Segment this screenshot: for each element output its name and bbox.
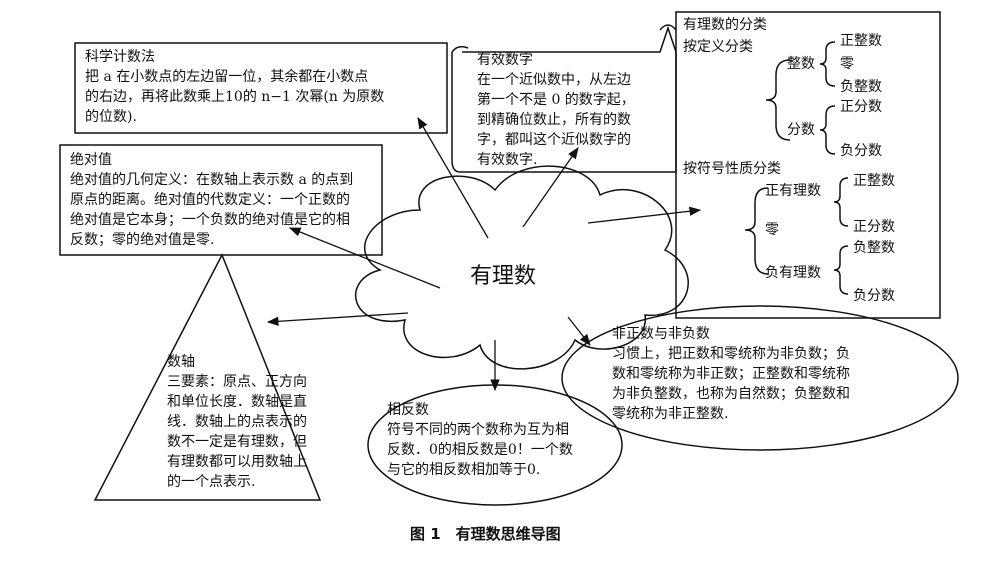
abs-value-box [59,144,383,256]
opposite-body: 符号不同的两个数称为互为相 反数．0的相反数是0！一个数 与它的相反数相加等于0… [387,422,573,478]
number-axis-body: 三要素：原点、正方向 和单位长度．数轴是直 线．数轴上的点表示的 数不一定是有理… [167,374,307,490]
brace-integer [819,41,836,87]
class-neg-int: 负整数 [840,79,882,95]
arrow-to-class [587,206,702,224]
class-neg-frac: 负分数 [840,143,882,159]
class-integer: 整数 [787,56,815,72]
abs-value-text: 绝对值 绝对值的几何定义：在数轴上表示数 a 的点到 原点的距离。绝对值的代数定… [70,150,380,250]
class-pos-frac-2: 正分数 [853,219,895,235]
nonneg-title: 非正数与非负数 [612,326,710,342]
sci-notation-body: 把 a 在小数点的左边留一位，其余都在小数点 的右边，再将此数乘上10的 n−1… [85,69,385,125]
class-fraction: 分数 [787,122,815,138]
sci-notation-title: 科学计数法 [85,49,155,65]
classification-box [675,11,941,319]
brace-sign [744,187,769,275]
arrow-to-sci [417,116,489,239]
class-title: 有理数的分类 [683,17,767,33]
number-axis-triangle [93,253,322,501]
sig-figures-scroll [451,25,677,173]
class-pos-rational: 正有理数 [765,183,821,199]
class-zero: 零 [840,56,854,72]
class-by-sign: 按符号性质分类 [683,161,781,177]
class-by-definition: 按定义分类 [683,39,753,55]
arrow-to-nonneg [567,316,591,346]
sci-notation-text: 科学计数法 把 a 在小数点的左边留一位，其余都在小数点 的右边，再将此数乘上1… [85,47,445,127]
nonneg-body: 习惯上，把正数和零统称为非负数；负 数和零统称为非正数；正整数和零统称 为非负整… [612,346,850,422]
class-neg-frac-2: 负分数 [853,288,895,304]
abs-value-body: 绝对值的几何定义：在数轴上表示数 a 的点到 原点的距离。绝对值的代数定义：一个… [70,172,354,248]
brace-neg-rational [833,245,849,295]
opposite-title: 相反数 [387,402,429,418]
opposite-text: 相反数 符号不同的两个数称为互为相 反数．0的相反数是0！一个数 与它的相反数相… [387,400,617,480]
figure-caption: 图 1 有理数思维导图 [410,525,561,543]
arrow-to-abs [288,227,441,289]
class-pos-frac: 正分数 [840,99,882,115]
nonneg-text: 非正数与非负数 习惯上，把正数和零统称为非负数；负 数和零统称为非正数；正整数和… [612,324,912,424]
class-zero-2: 零 [765,222,779,238]
sci-notation-box [74,42,448,134]
number-axis-text: 数轴 三要素：原点、正方向 和单位长度．数轴是直 线．数轴上的点表示的 数不一定… [167,352,337,492]
abs-value-title: 绝对值 [70,152,112,168]
class-neg-int-2: 负整数 [853,240,895,256]
class-pos-int: 正整数 [840,33,882,49]
arrow-to-sig [522,147,579,228]
arrow-to-axis [266,312,409,326]
class-pos-int-2: 正整数 [853,173,895,189]
brace-definition [765,59,791,141]
center-label: 有理数 [470,264,537,289]
sig-figures-body: 在一个近似数中，从左边 第一个不是 0 的数字起， 到精确位数止，所有的数 字，… [477,72,635,168]
brace-pos-rational [833,177,849,227]
center-cloud [355,165,689,370]
sig-figures-title: 有效数字 [477,52,533,68]
number-axis-title: 数轴 [167,354,195,370]
sig-figures-text: 有效数字 在一个近似数中，从左边 第一个不是 0 的数字起， 到精确位数止，所有… [477,50,672,170]
nonneg-ellipse [561,305,959,451]
class-neg-rational: 负有理数 [765,265,821,281]
brace-fraction [819,105,836,155]
